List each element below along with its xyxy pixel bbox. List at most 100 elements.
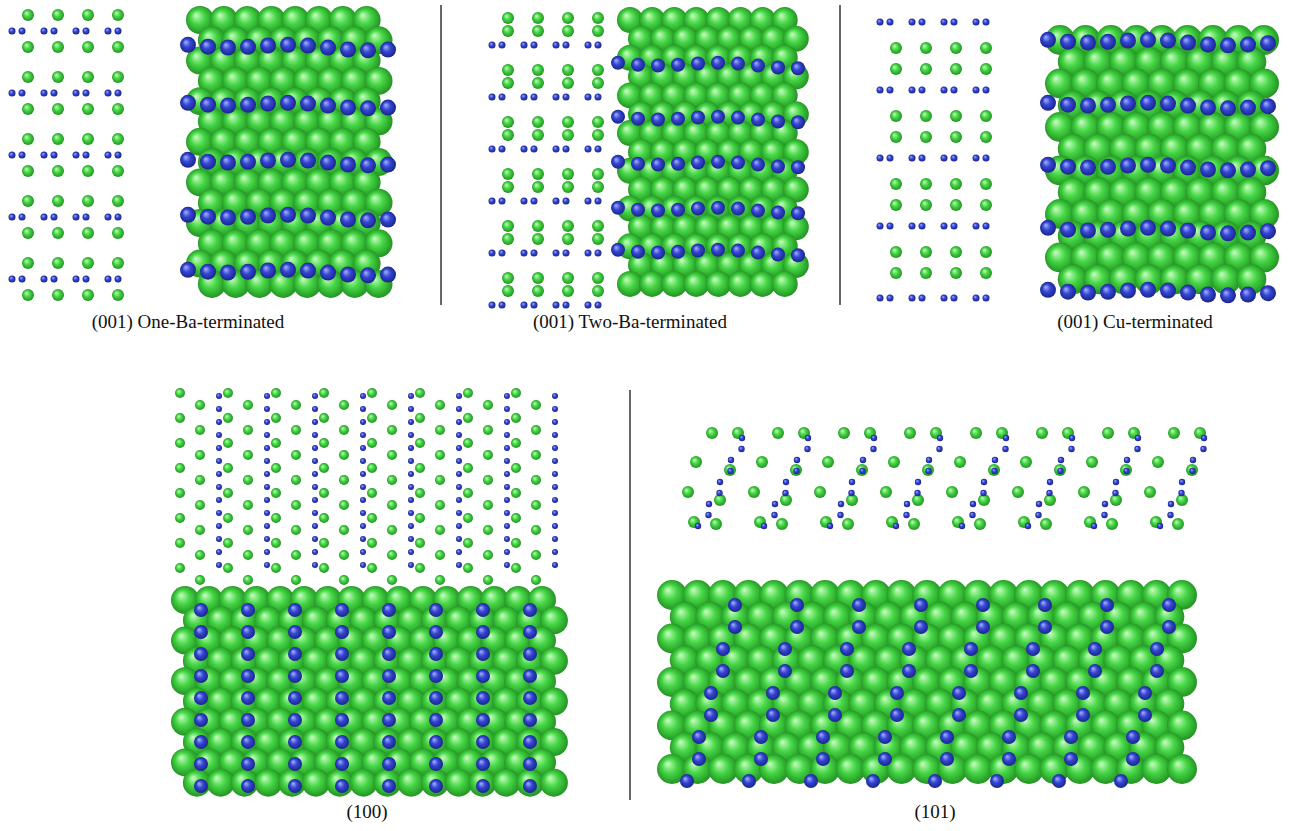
cu-atom [1100, 97, 1116, 113]
cu-atom [973, 19, 980, 26]
cu-atom [241, 713, 255, 727]
cu-atom [264, 471, 270, 477]
cu-atom [611, 243, 625, 257]
cu-atom [521, 42, 528, 49]
ba-atom [756, 456, 768, 468]
cu-atom [1123, 468, 1129, 474]
cu-atom [805, 435, 811, 441]
cu-atom [456, 445, 462, 451]
cu-atom [216, 510, 222, 516]
cu-atom [981, 479, 987, 485]
ba-atom [920, 42, 932, 54]
cu-atom [408, 458, 414, 464]
ba-atom [291, 450, 301, 460]
cu-atom [651, 113, 665, 127]
ba-atom [690, 456, 702, 468]
cu-atom [1120, 96, 1136, 112]
cu-atom [1080, 98, 1096, 114]
cu-atom [909, 19, 916, 26]
cu-atom [691, 202, 705, 216]
cu-atom [951, 295, 958, 302]
cu-atom [115, 276, 122, 283]
ba-atom [271, 563, 281, 573]
cu-atom [115, 152, 122, 159]
ba-atom [532, 64, 544, 76]
cu-atom [751, 158, 765, 172]
ba-atom [790, 464, 802, 476]
ba-atom [511, 388, 521, 398]
cu-atom [19, 276, 26, 283]
ba-atom [387, 475, 397, 485]
cu-atom [973, 295, 980, 302]
cu-atom [983, 87, 990, 94]
cu-atom [1064, 730, 1078, 744]
cu-atom [887, 295, 894, 302]
cu-atom [382, 669, 396, 683]
cu-atom [890, 686, 904, 700]
ba-atom [367, 513, 377, 523]
cu-atom [611, 110, 625, 124]
cu-atom [585, 198, 592, 205]
cu-atom [585, 250, 592, 257]
cu-atom [877, 19, 884, 26]
cu-atom [1002, 752, 1016, 766]
cu-atom [553, 42, 560, 49]
cu-atom [504, 510, 510, 516]
cu-atom [728, 598, 742, 612]
cu-atom [794, 457, 800, 463]
cu-atom [360, 458, 366, 464]
cu-atom [1240, 37, 1256, 53]
cu-atom [1160, 158, 1176, 174]
cu-atom [951, 19, 958, 26]
cu-atom [264, 536, 270, 542]
cu-atom [915, 479, 921, 485]
cu-atom [651, 246, 665, 260]
cu-atom [194, 713, 208, 727]
cu-atom [553, 198, 560, 205]
cu-atom [360, 445, 366, 451]
cu-atom [288, 757, 302, 771]
ba-atom [980, 63, 992, 75]
cu-atom [1080, 285, 1096, 301]
cu-atom [1025, 523, 1031, 529]
cu-atom [521, 250, 528, 257]
cu-atom [504, 393, 510, 399]
cu-atom [1189, 468, 1195, 474]
cu-atom [260, 96, 276, 112]
ba-atom [319, 538, 329, 548]
cu-atom [41, 28, 48, 35]
cu-atom [940, 752, 954, 766]
cu-atom [312, 562, 318, 568]
cu-atom [1179, 479, 1185, 485]
ba-atom [415, 388, 425, 398]
cu-atom [360, 393, 366, 399]
cu-atom [489, 250, 496, 257]
ba-atom [367, 563, 377, 573]
cu-atom [312, 393, 318, 399]
cu-atom [887, 87, 894, 94]
ba-atom [421, 769, 449, 797]
cu-atom [489, 146, 496, 153]
ba-atom [502, 272, 514, 284]
cu-atom [220, 40, 236, 56]
cu-atom [925, 468, 931, 474]
cu-atom [1260, 98, 1276, 114]
ba-atom [112, 289, 124, 301]
cu-atom [408, 445, 414, 451]
cu-atom [771, 115, 785, 129]
cu-atom [1240, 162, 1256, 178]
cu-atom [937, 435, 943, 441]
cu-atom [1060, 159, 1076, 175]
cu-atom [300, 208, 316, 224]
cu-atom [692, 752, 706, 766]
cu-atom [105, 90, 112, 97]
ba-atom [532, 12, 544, 24]
ba-atom [112, 71, 124, 83]
ba-atom [223, 563, 233, 573]
ba-atom [52, 71, 64, 83]
cu-atom [216, 471, 222, 477]
ba-atom [415, 538, 425, 548]
cu-atom [288, 669, 302, 683]
ba-atom [52, 165, 64, 177]
ba-atom [82, 289, 94, 301]
